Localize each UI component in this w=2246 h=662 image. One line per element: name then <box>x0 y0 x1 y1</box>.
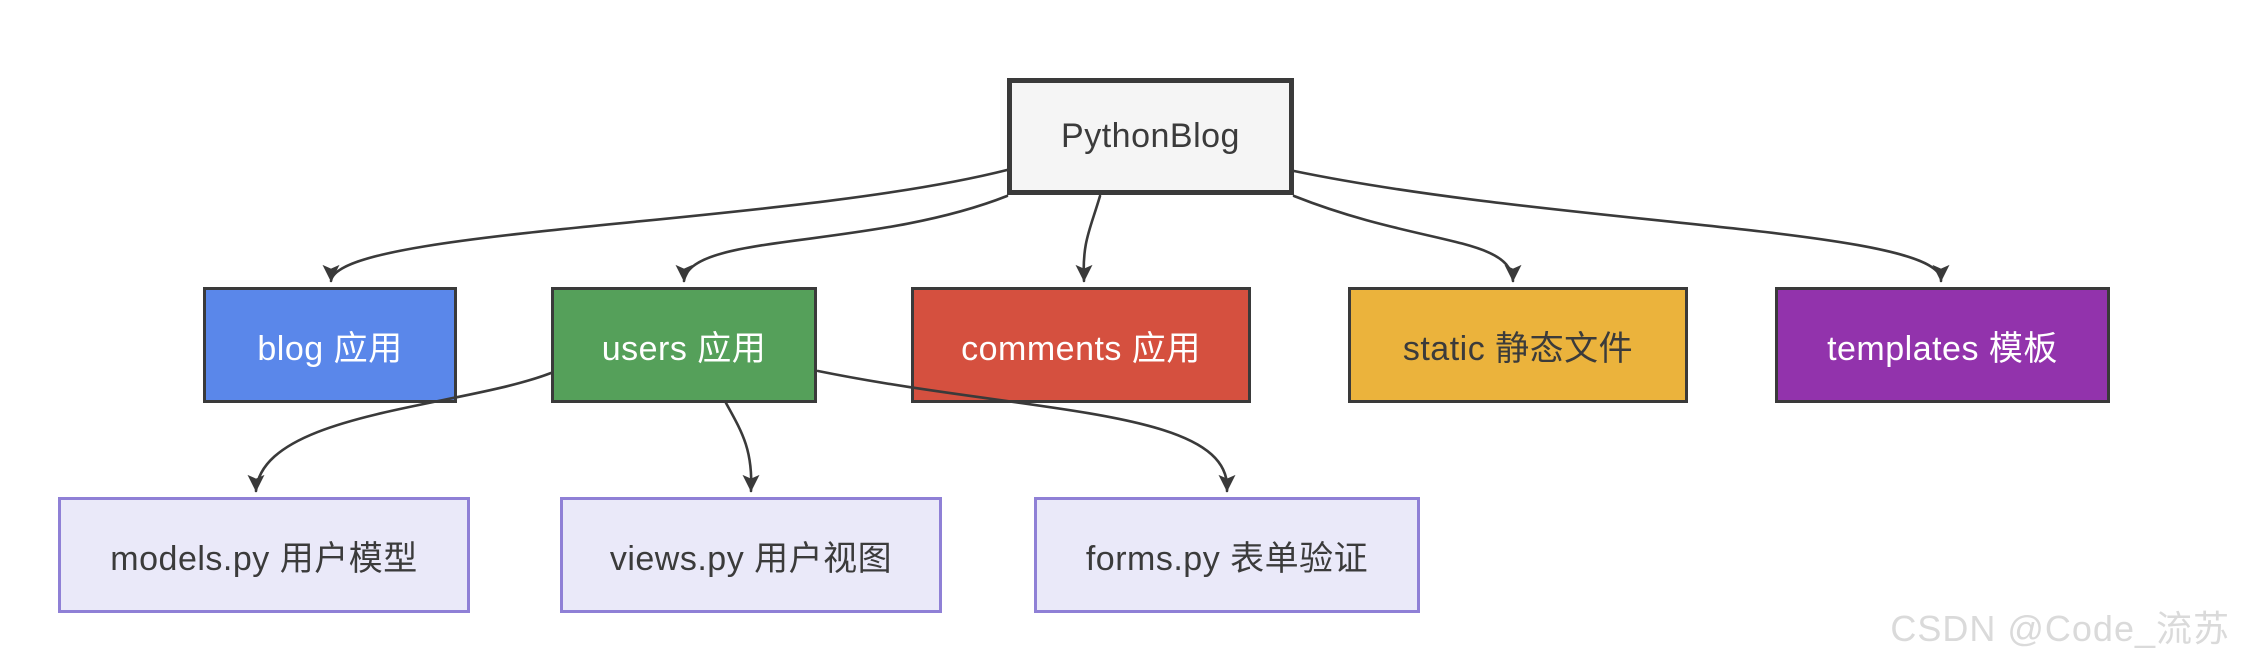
node-blog-app: blog 应用 <box>203 287 457 403</box>
node-views-py: views.py 用户视图 <box>560 497 942 613</box>
edge-users-to-views <box>724 401 760 493</box>
edge-pythonblog-to-blog <box>322 168 1009 283</box>
node-templates: templates 模板 <box>1775 287 2110 403</box>
node-users-app: users 应用 <box>551 287 817 403</box>
edge-pythonblog-to-templates <box>1292 169 1950 283</box>
edge-pythonblog-to-users <box>675 194 1009 283</box>
edge-pythonblog-to-static <box>1292 194 1522 283</box>
node-pythonblog-root: PythonBlog <box>1007 78 1294 195</box>
node-static-files: static 静态文件 <box>1348 287 1688 403</box>
edge-pythonblog-to-comments <box>1075 194 1102 283</box>
node-models-py: models.py 用户模型 <box>58 497 470 613</box>
node-comments-app: comments 应用 <box>911 287 1251 403</box>
node-forms-py: forms.py 表单验证 <box>1034 497 1420 613</box>
csdn-watermark: CSDN @Code_流苏 <box>1890 608 2230 649</box>
